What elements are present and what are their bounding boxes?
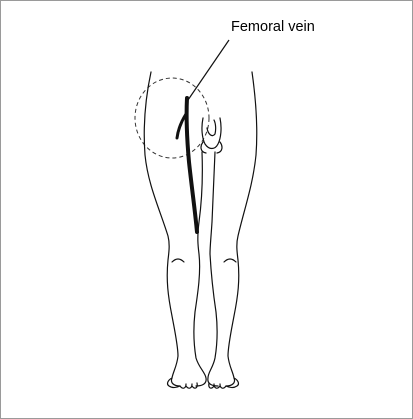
legs-outline bbox=[144, 72, 257, 388]
left-leg-inner-contour bbox=[194, 152, 206, 386]
groin-highlight-circle bbox=[135, 78, 209, 158]
femoral-vein-main bbox=[187, 98, 197, 232]
left-leg-outer-contour bbox=[144, 72, 180, 386]
genitalia-outline bbox=[201, 118, 222, 153]
callout-leader-line bbox=[188, 40, 229, 100]
femoral-vein-label: Femoral vein bbox=[231, 20, 315, 35]
right-leg-inner-contour bbox=[208, 152, 218, 386]
left-knee-line bbox=[172, 259, 184, 262]
femoral-vein bbox=[177, 98, 197, 232]
femoral-vein-branch bbox=[177, 114, 186, 138]
right-knee-line bbox=[224, 259, 236, 262]
right-leg-outer-contour bbox=[226, 72, 257, 386]
